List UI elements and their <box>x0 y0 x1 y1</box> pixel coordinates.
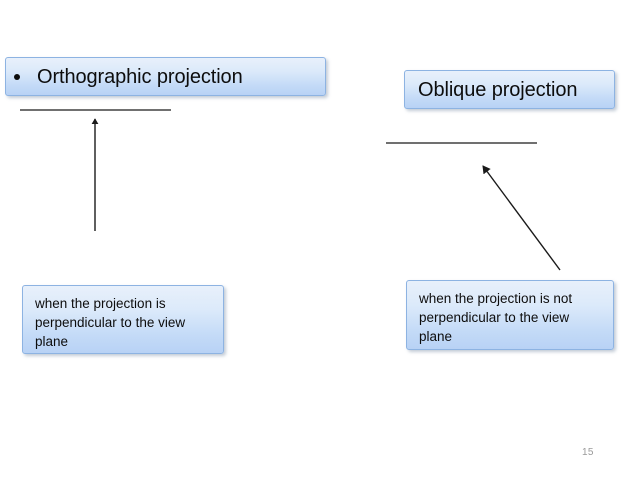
oblique-title-label: Oblique projection <box>418 78 578 101</box>
oblique-title-box[interactable]: Oblique projection <box>404 70 615 109</box>
oblique-caption-box[interactable]: when the projection is not perpendicular… <box>406 280 614 350</box>
page-number: 15 <box>582 447 594 458</box>
right-projector-arrow <box>482 165 561 271</box>
orthographic-title-box[interactable]: Orthographic projection <box>5 57 326 96</box>
orthographic-caption-box[interactable]: when the projection is perpendicular to … <box>22 285 224 354</box>
orthographic-title-label: Orthographic projection <box>37 65 243 88</box>
orthographic-caption-label: when the projection is perpendicular to … <box>35 296 186 350</box>
bullet-icon <box>14 73 20 80</box>
oblique-caption-label: when the projection is not perpendicular… <box>419 291 573 345</box>
